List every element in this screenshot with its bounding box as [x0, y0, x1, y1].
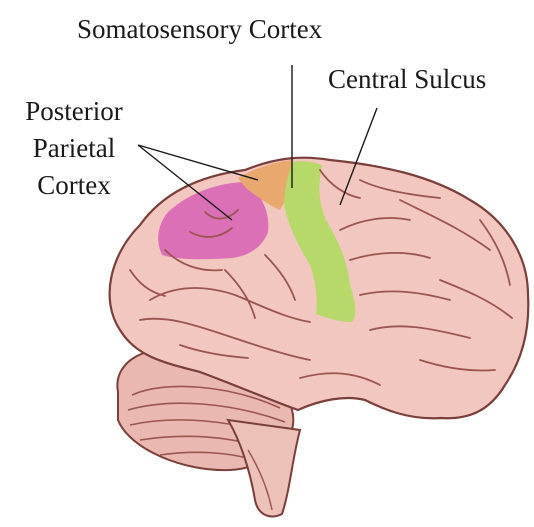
posterior-parietal-label-line-1: Posterior [9, 98, 139, 125]
posterior-parietal-leader-line-1 [138, 145, 258, 180]
central-sulcus-label: Central Sulcus [328, 66, 486, 93]
somatosensory-cortex-label: Somatosensory Cortex [77, 16, 322, 43]
posterior-parietal-label-line-2: Parietal [9, 135, 139, 162]
posterior-parietal-label-line-3: Cortex [9, 172, 139, 199]
